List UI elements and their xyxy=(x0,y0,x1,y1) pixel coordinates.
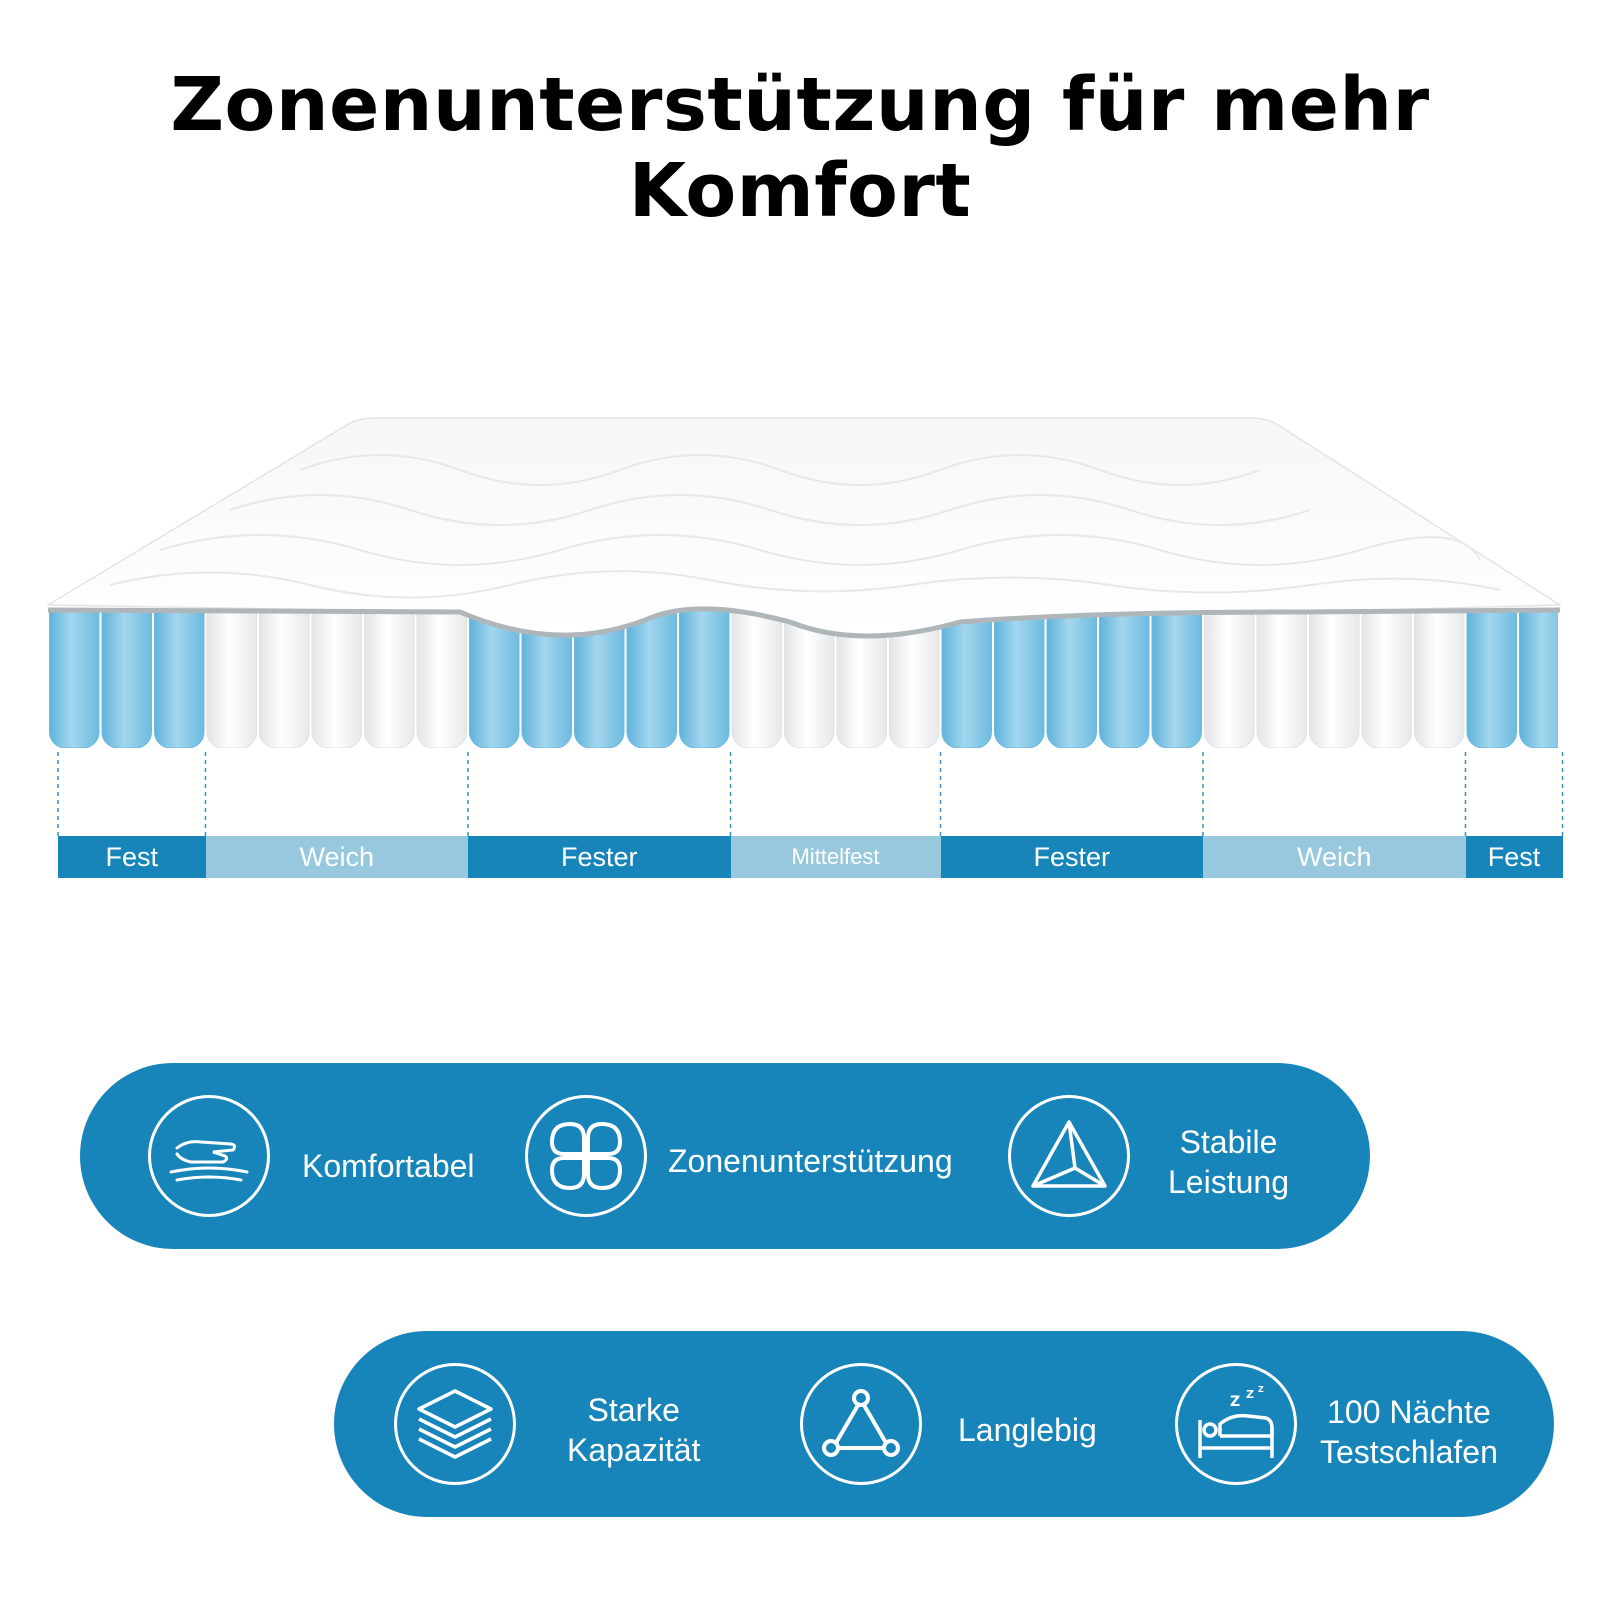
coil-white xyxy=(1256,608,1307,748)
four-zones-icon xyxy=(525,1095,647,1217)
feature-comfortable xyxy=(148,1095,270,1217)
coil-blue xyxy=(994,608,1045,748)
sleeping-bed-icon: Z Z Z xyxy=(1175,1363,1297,1485)
quilting-pattern xyxy=(109,454,1501,599)
coil-blue xyxy=(154,608,205,748)
coil-blue xyxy=(101,608,152,748)
zone-label: Fest xyxy=(1465,836,1563,878)
zone-label: Fester xyxy=(940,836,1203,878)
coil-blue xyxy=(626,608,677,748)
layers-icon xyxy=(394,1363,516,1485)
coil-blue xyxy=(1519,608,1558,748)
feature-label-trial: 100 Nächte Testschlafen xyxy=(1320,1394,1498,1470)
mattress-illustration xyxy=(45,417,1564,836)
pyramid-icon xyxy=(1008,1095,1130,1217)
coil-white xyxy=(1204,608,1255,748)
coil-white xyxy=(364,608,415,748)
coil-blue xyxy=(1151,608,1202,748)
coil-blue xyxy=(1099,608,1150,748)
zone-dividers xyxy=(57,752,1564,836)
coil-blue xyxy=(49,608,100,748)
zone-label: Fest xyxy=(58,836,206,878)
feature-label-zone-support: Zonenunterstützung xyxy=(668,1143,953,1179)
mattress-edge xyxy=(47,606,1561,639)
page-title: Zonenunterstützung für mehr Komfort xyxy=(170,62,1430,234)
coil-white xyxy=(311,608,362,748)
coil-white xyxy=(1414,608,1465,748)
triangle-nodes-icon xyxy=(800,1363,922,1485)
coil-blue xyxy=(1046,608,1097,748)
feature-stable xyxy=(1008,1095,1130,1217)
zone-label: Mittelfest xyxy=(730,836,941,878)
zone-label: Weich xyxy=(1203,836,1466,878)
feature-pill-1 xyxy=(80,1063,1370,1249)
coil-blue xyxy=(679,608,730,748)
svg-text:Z: Z xyxy=(1230,1394,1240,1410)
coil-white xyxy=(206,608,257,748)
coil-blue xyxy=(1466,608,1517,748)
hand-on-foam-icon xyxy=(148,1095,270,1217)
feature-durable xyxy=(800,1363,922,1485)
feature-label-comfortable: Komfortabel xyxy=(302,1148,475,1184)
svg-text:Z: Z xyxy=(1258,1385,1264,1394)
coil-white xyxy=(259,608,310,748)
coil-blue xyxy=(469,608,520,748)
coil-white xyxy=(416,608,467,748)
feature-label-stable: Stabile Leistung xyxy=(1168,1124,1289,1200)
coil-white xyxy=(1309,608,1360,748)
feature-label-durable: Langlebig xyxy=(958,1412,1097,1448)
zone-label: Weich xyxy=(205,836,468,878)
mattress-top xyxy=(45,417,1563,637)
coil-white xyxy=(731,608,782,748)
feature-capacity xyxy=(394,1363,516,1485)
coil-white xyxy=(1361,608,1412,748)
coil-row xyxy=(49,608,1558,748)
feature-label-capacity: Starke Kapazität xyxy=(567,1392,701,1468)
svg-text:Z: Z xyxy=(1246,1388,1254,1401)
feature-zone-support xyxy=(525,1095,647,1217)
feature-trial: Z Z Z xyxy=(1175,1363,1297,1485)
zone-label: Fester xyxy=(468,836,731,878)
coil-blue xyxy=(941,608,992,748)
feature-pill-2 xyxy=(334,1331,1554,1517)
